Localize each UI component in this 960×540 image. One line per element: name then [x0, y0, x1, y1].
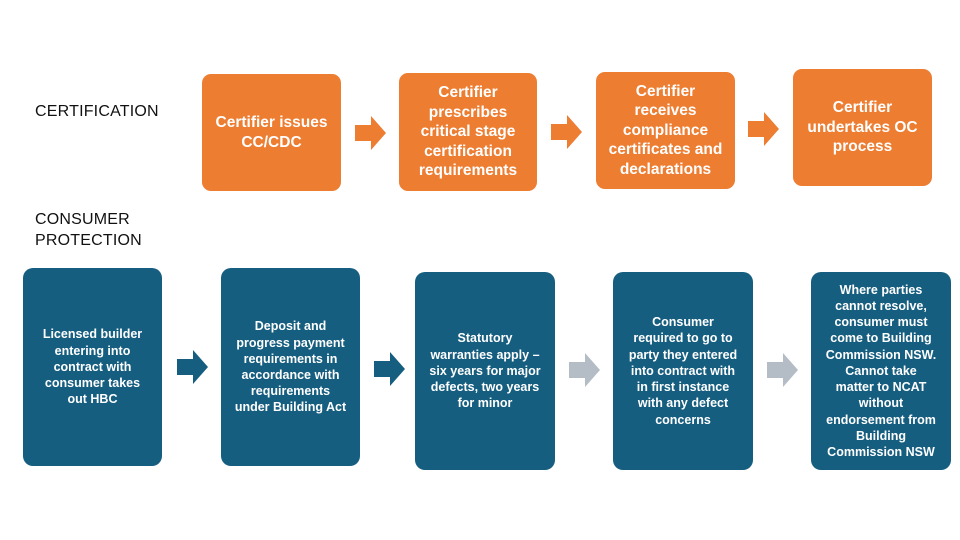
cert-step-2-line: Certifier — [438, 84, 498, 102]
consumer-step-4-line: required to go to — [633, 331, 733, 346]
cert-step-1-line: Certifier issues — [215, 114, 328, 131]
consumer-step-1-line: entering into — [54, 343, 131, 358]
consumer-step-1-line: Licensed builder — [42, 327, 143, 342]
cert-step-3-line: receives — [634, 102, 697, 120]
consumer-step-5-line: Where parties — [839, 282, 923, 297]
consumer-step-4-line: Consumer — [652, 315, 714, 330]
consumer-step-5-line: Commission NSW — [827, 444, 935, 459]
consumer-arrow-4-icon — [767, 353, 798, 387]
consumer-arrow-1-icon — [177, 350, 208, 384]
consumer-step-1-line: consumer takes — [44, 376, 141, 391]
consumer-step-5-line: consumer must — [834, 315, 928, 330]
consumer-protection-label: CONSUMER PROTECTION — [35, 209, 142, 251]
consumer-arrow-2-icon — [374, 352, 405, 386]
consumer-step-4-line: with any defect — [637, 396, 729, 411]
consumer-step-5-line: without — [858, 396, 904, 411]
consumer-step-4-line: concerns — [655, 412, 711, 427]
consumer-step-5-line: matter to NCAT — [835, 380, 927, 395]
consumer-step-2-line: under Building Act — [234, 400, 347, 415]
consumer-step-1-line: out HBC — [67, 392, 118, 407]
cert-step-2-line: certification — [424, 142, 512, 160]
cert-arrow-1-icon — [355, 116, 386, 150]
consumer-step-3-line: Statutory — [457, 331, 513, 346]
cert-arrow-3-icon — [748, 112, 779, 146]
consumer-step-5-line: Cannot take — [845, 363, 917, 378]
consumer-step-2-line: requirements — [250, 384, 331, 399]
consumer-step-4-line: party they entered — [628, 347, 738, 362]
consumer-step-5-line: endorsement from — [826, 412, 936, 427]
consumer-step-4-line: into contract with — [630, 363, 736, 378]
consumer-step-3-line: six years for major — [429, 363, 541, 378]
consumer-step-2-line: requirements in — [243, 351, 338, 366]
consumer-arrow-3-icon — [569, 353, 600, 387]
consumer-protection-label-line1: CONSUMER — [35, 211, 130, 228]
certification-label: CERTIFICATION — [35, 103, 159, 120]
cert-step-3-line: compliance — [622, 121, 709, 139]
consumer-step-1-line: contract with — [53, 359, 132, 374]
cert-step-3-line: Certifier — [635, 82, 696, 100]
consumer-step-2-line: accordance with — [241, 368, 340, 382]
cert-step-4-line: undertakes OC — [807, 118, 918, 136]
cert-step-3-line: declarations — [619, 160, 712, 178]
cert-step-2-line: critical stage — [420, 123, 516, 141]
cert-step-1-line: CC/CDC — [241, 133, 302, 151]
cert-step-4-line: process — [832, 138, 893, 156]
consumer-step-4-line: in first instance — [636, 380, 730, 395]
consumer-step-5-line: come to Building — [830, 331, 932, 346]
cert-step-4-line: Certifier — [832, 99, 893, 117]
consumer-step-5-line: Building — [856, 428, 906, 443]
consumer-step-5: Where parties cannot resolve,consumer mus… — [811, 272, 951, 470]
consumer-step-2-line: progress payment — [236, 335, 345, 350]
consumer-step-2-line: Deposit and — [254, 319, 327, 334]
consumer-step-3-line: for minor — [457, 396, 513, 411]
consumer-step-3-line: warranties apply – — [430, 347, 540, 362]
cert-step-3-line: certificates and — [608, 141, 723, 159]
consumer-protection-label-line2: PROTECTION — [35, 232, 142, 249]
consumer-step-5-line: cannot resolve, — [835, 299, 927, 314]
consumer-step-3-line: defects, two years — [430, 380, 540, 395]
consumer-step-5-line: Commission NSW. — [825, 347, 937, 362]
cert-step-2-line: prescribes — [428, 103, 508, 121]
cert-arrow-2-icon — [551, 115, 582, 149]
cert-step-2-line: requirements — [418, 162, 518, 180]
